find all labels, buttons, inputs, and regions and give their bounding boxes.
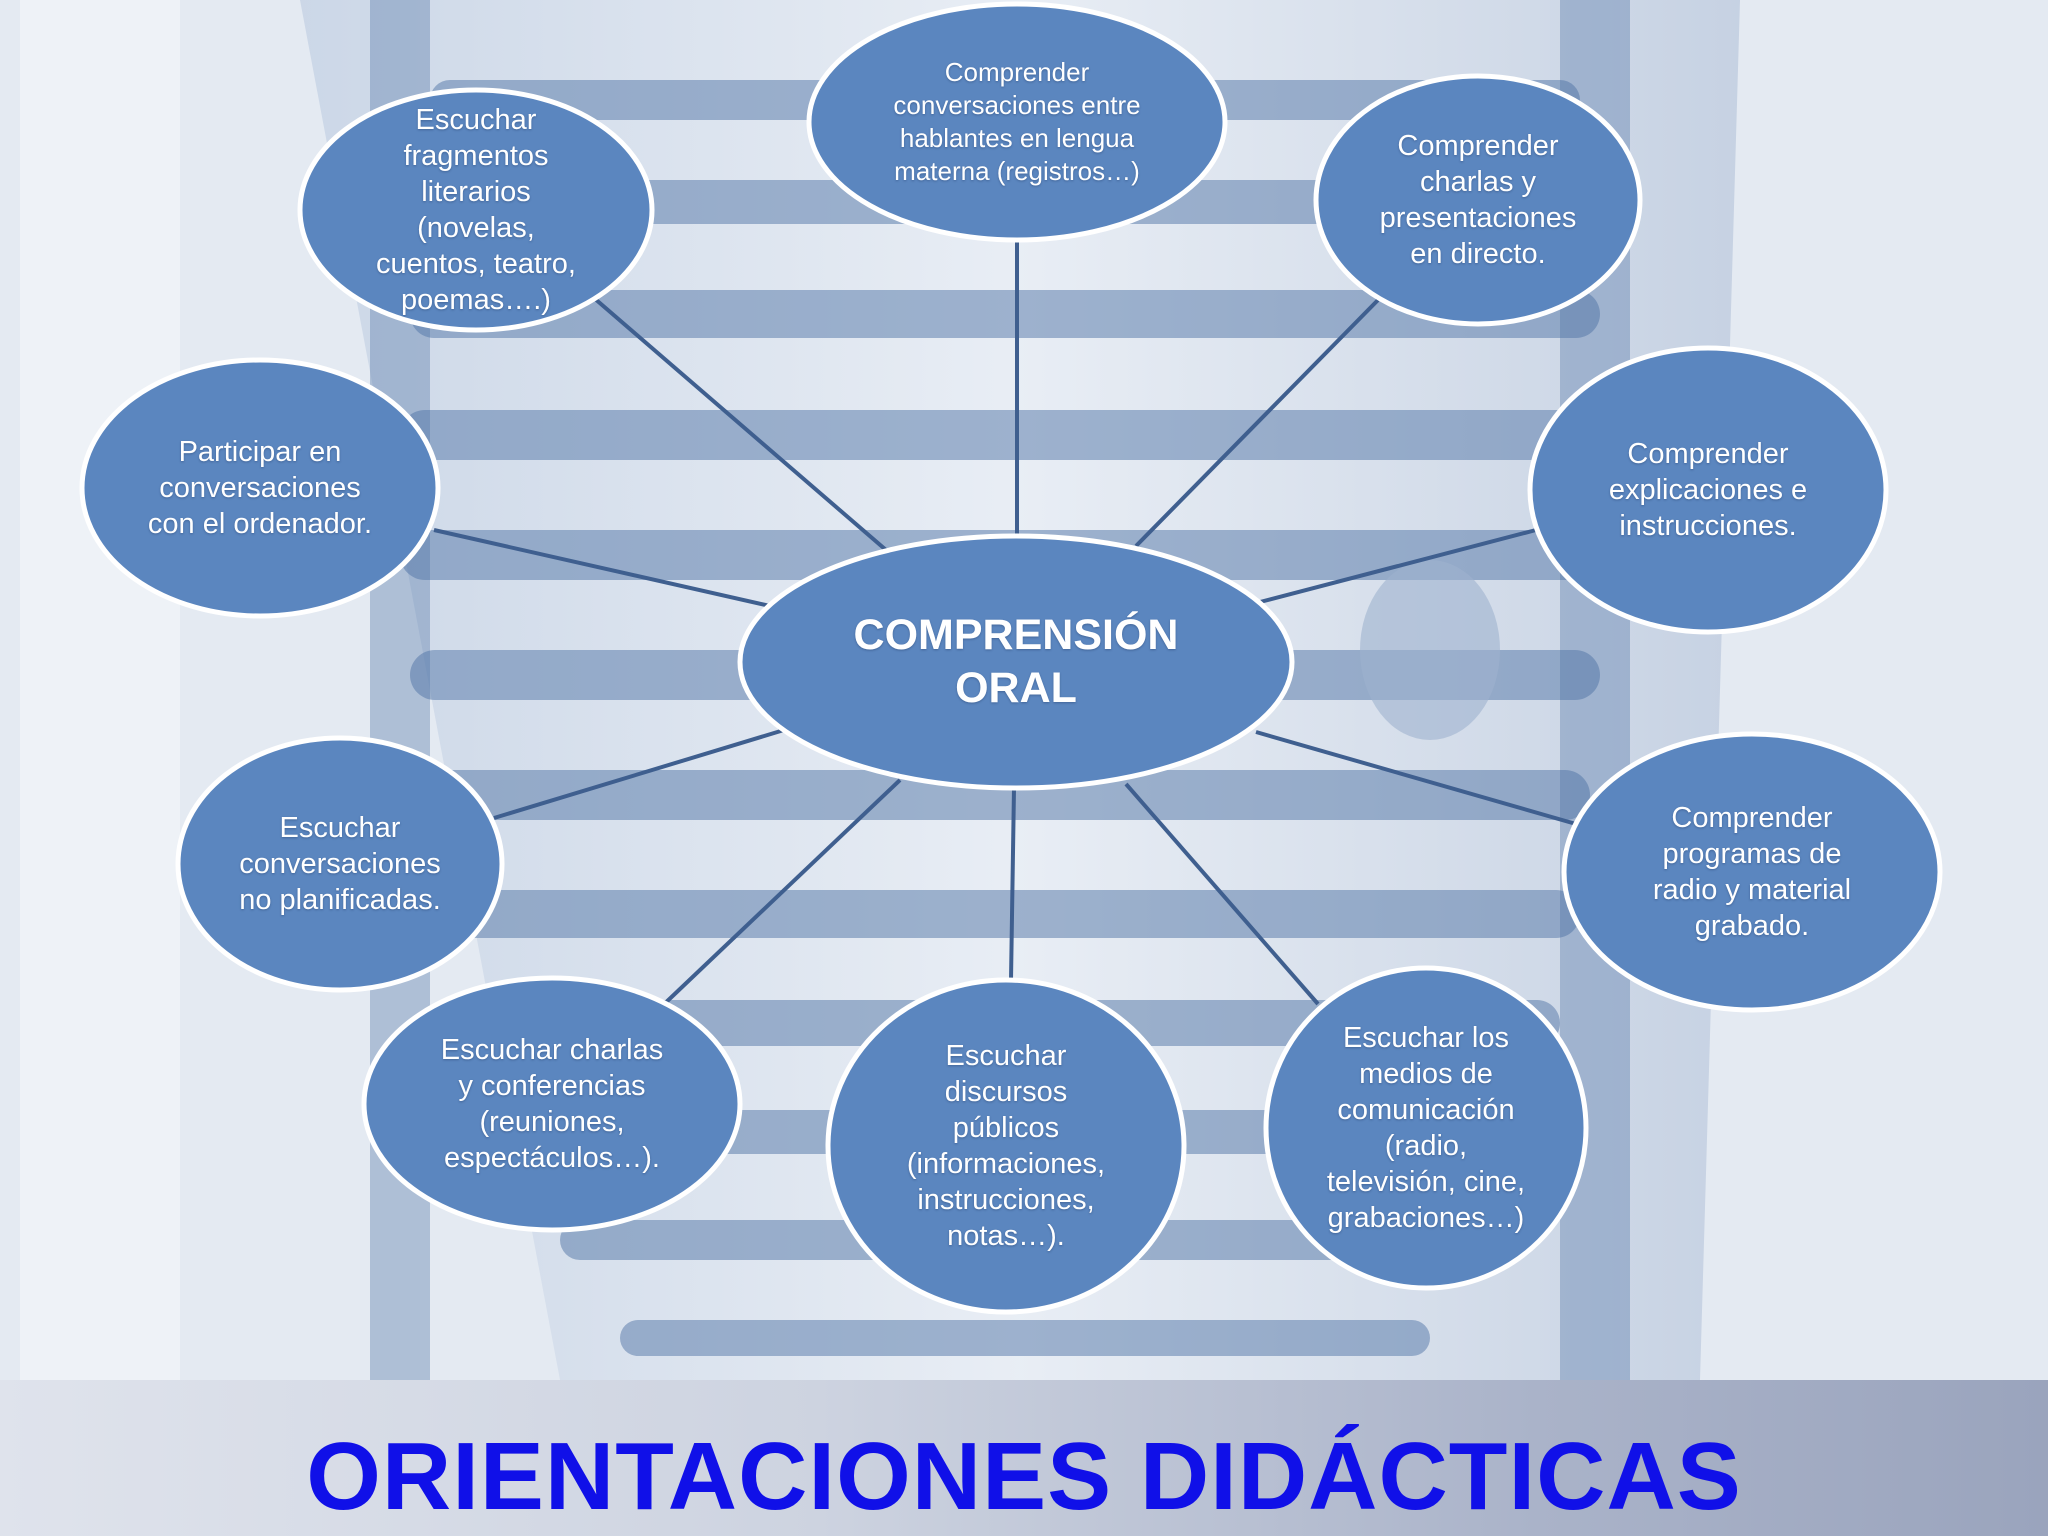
node-ellipse-escuchar-charlas-conferencias xyxy=(361,975,743,1233)
node-ellipse-escuchar-medios xyxy=(1263,965,1589,1291)
connector-line-comprender-explicaciones xyxy=(1259,528,1537,604)
node-comprender-charlas: Comprender charlas y presentaciones en d… xyxy=(1379,129,1577,270)
connector-line-comprender-charlas xyxy=(1134,298,1380,548)
node-escuchar-discursos: Escuchar discursos públicos (informacion… xyxy=(906,1039,1106,1252)
node-escuchar-charlas-conferencias: Escuchar charlas y conferencias (reunion… xyxy=(440,1033,664,1174)
node-ellipse-escuchar-fragmentos xyxy=(297,87,655,333)
connector-line-escuchar-discursos xyxy=(1009,787,1016,981)
node-ellipse-comprender-explicaciones xyxy=(1527,345,1889,635)
center-node-label: COMPRENSIÓN ORAL xyxy=(853,610,1179,712)
center-node-ellipse xyxy=(737,533,1295,791)
slide-title: ORIENTACIONES DIDÁCTICAS xyxy=(306,1423,1742,1530)
node-comprender-conversaciones: Comprender conversaciones entre hablante… xyxy=(893,56,1141,186)
node-escuchar-fragmentos: Escuchar fragmentos literarios (novelas,… xyxy=(376,104,576,316)
node-comprender-explicaciones: Comprender explicaciones e instrucciones… xyxy=(1608,437,1808,542)
node-escuchar-conversaciones: Escuchar conversaciones no planificadas. xyxy=(239,811,441,916)
connector-line-comprender-programas xyxy=(1255,730,1577,826)
node-ellipse-comprender-conversaciones xyxy=(806,1,1228,243)
node-ellipse-participar-conversaciones xyxy=(79,357,441,619)
node-ellipse-comprender-charlas xyxy=(1313,73,1643,327)
node-ellipse-escuchar-discursos xyxy=(825,977,1187,1315)
connector-line-escuchar-fragmentos xyxy=(592,296,888,552)
connector-line-participar-conversaciones xyxy=(433,528,771,608)
node-comprender-programas: Comprender programas de radio y material… xyxy=(1652,801,1852,942)
connector-line-escuchar-charlas-conferencias xyxy=(658,778,902,1010)
node-ellipse-escuchar-conversaciones xyxy=(175,735,505,993)
node-escuchar-medios: Escuchar los medios de comunicación (rad… xyxy=(1326,1022,1526,1234)
node-participar-conversaciones: Participar en conversaciones con el orde… xyxy=(147,435,373,540)
footer-bar: ORIENTACIONES DIDÁCTICAS xyxy=(0,1380,2048,1536)
node-ellipse-comprender-programas xyxy=(1561,731,1943,1013)
connector-lines xyxy=(433,240,1577,1010)
mind-map-diagram xyxy=(79,1,1943,1315)
connector-line-escuchar-conversaciones xyxy=(493,728,785,820)
connector-line-escuchar-medios xyxy=(1124,782,1320,1006)
node-ellipses xyxy=(79,1,1943,1315)
